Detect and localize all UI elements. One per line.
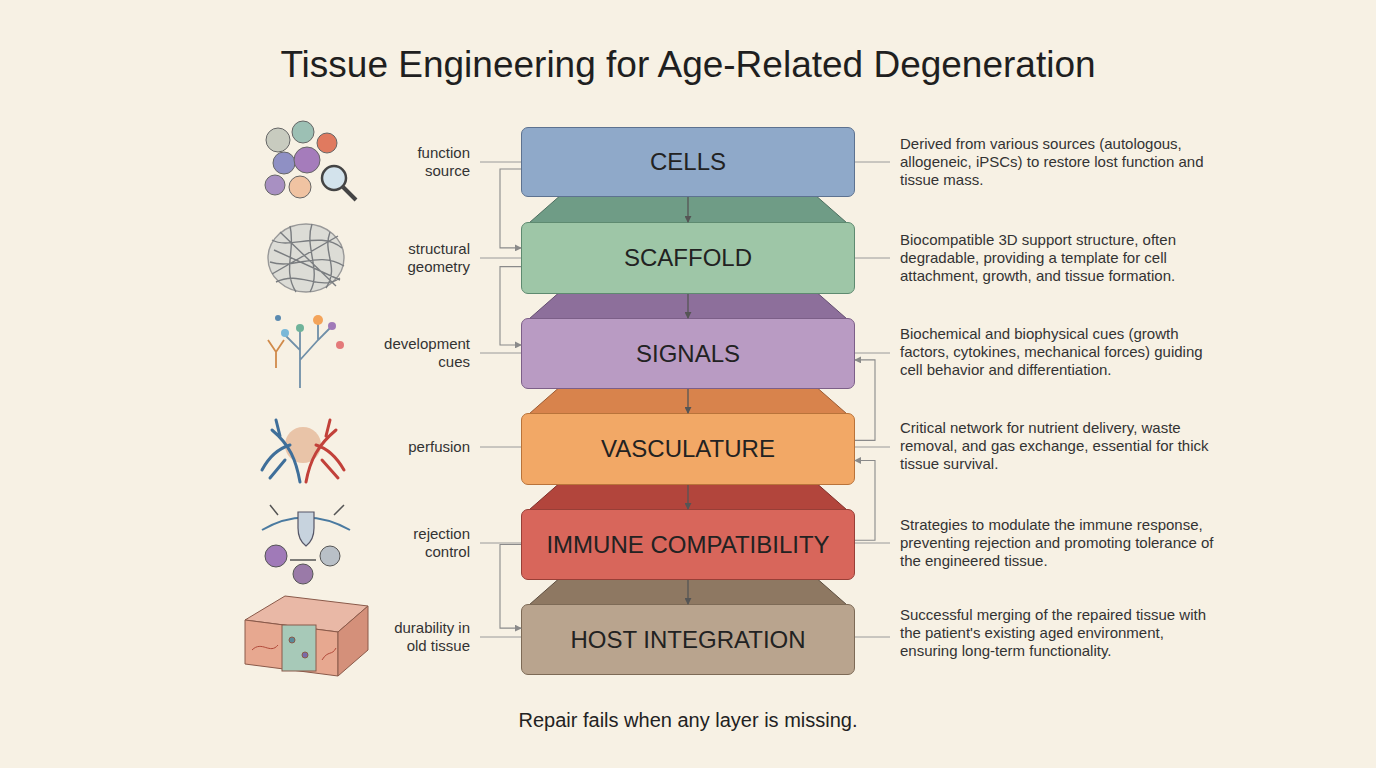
layer-box: HOST INTEGRATION	[521, 604, 855, 675]
leader-line	[480, 258, 521, 259]
flow-arrow	[687, 485, 688, 509]
description: Critical network for nutrient delivery, …	[900, 419, 1222, 473]
magnifier-handle	[343, 187, 356, 200]
immune-arrow	[270, 505, 344, 515]
leader-line	[480, 543, 521, 544]
layer-box: CELLS	[521, 127, 855, 197]
cell	[317, 133, 337, 153]
flow-arrow	[687, 389, 688, 413]
description: Biochemical and biophysical cues (growth…	[900, 325, 1222, 379]
signal-branch	[268, 340, 284, 368]
vessel-icon	[262, 420, 344, 482]
signal-dot	[328, 322, 336, 330]
leader-line	[855, 353, 890, 354]
mesh	[270, 224, 344, 292]
tissue-front	[245, 620, 338, 676]
flow-arrow	[500, 267, 521, 345]
layer-label: SCAFFOLD	[624, 244, 752, 272]
magnifier	[322, 166, 346, 190]
cell	[294, 147, 320, 173]
side-label: structural geometry	[370, 240, 470, 276]
leader-line	[480, 353, 521, 354]
layer-label: HOST INTEGRATION	[570, 626, 805, 654]
signals-icon	[268, 315, 344, 388]
side-label: function source	[370, 144, 470, 180]
cell	[292, 121, 314, 143]
cell	[289, 176, 311, 198]
layer-label: SIGNALS	[636, 340, 740, 368]
description: Successful merging of the repaired tissu…	[900, 606, 1222, 660]
leader-line	[480, 637, 521, 638]
leader-lines	[480, 162, 890, 637]
signal-dot	[296, 324, 304, 332]
flow-arrow	[855, 461, 875, 541]
side-label: perfusion	[370, 438, 470, 456]
tissue-graft	[282, 625, 316, 671]
tissue-cell	[302, 652, 308, 658]
layer-label: CELLS	[650, 148, 726, 176]
immune-arrow	[290, 559, 316, 561]
leader-line	[855, 637, 890, 638]
leader-line	[855, 543, 890, 544]
layer-label: VASCULATURE	[601, 435, 775, 463]
cells-icon	[265, 121, 356, 200]
layer-box: SIGNALS	[521, 318, 855, 389]
immune-cell	[293, 564, 313, 584]
flow-arrow	[855, 360, 875, 440]
flow-arrow	[687, 580, 688, 604]
side-label: development cues	[370, 335, 470, 371]
tissue-side	[338, 606, 368, 676]
side-label: rejection control	[370, 525, 470, 561]
tissue-icon	[245, 596, 368, 676]
cell	[273, 152, 295, 174]
description: Biocompatible 3D support structure, ofte…	[900, 231, 1222, 285]
signal-dot	[336, 341, 344, 349]
flow-arrow	[687, 294, 688, 318]
description: Strategies to modulate the immune respon…	[900, 516, 1222, 570]
flow-arrow	[500, 545, 521, 629]
layer-label: IMMUNE COMPATIBILITY	[546, 531, 829, 559]
description: Derived from various sources (autologous…	[900, 135, 1222, 189]
artery-tree	[306, 420, 344, 482]
flow-arrow	[500, 169, 521, 248]
immune-cell	[265, 545, 287, 567]
shield	[298, 512, 314, 546]
immune-icon	[262, 505, 350, 584]
leader-line	[855, 258, 890, 259]
leader-line	[480, 447, 521, 448]
scaffold-icon	[268, 224, 344, 292]
signal-branch	[285, 322, 330, 388]
side-label: durability in old tissue	[370, 619, 470, 655]
vein-tree	[262, 420, 300, 482]
cell	[265, 175, 285, 195]
layer-box: SCAFFOLD	[521, 222, 855, 294]
flow-arrow	[687, 197, 688, 222]
diagram-caption: Repair fails when any layer is missing.	[0, 709, 1376, 732]
diagram-title: Tissue Engineering for Age-Related Degen…	[0, 44, 1376, 86]
tissue-cell	[289, 637, 295, 643]
signal-dot	[281, 329, 289, 337]
leader-line	[855, 447, 890, 448]
leader-line	[480, 162, 521, 163]
mesh	[268, 224, 344, 292]
cell	[266, 128, 290, 152]
tissue-vessel	[252, 645, 336, 660]
signal-dot	[313, 315, 323, 325]
layer-box: VASCULATURE	[521, 413, 855, 485]
leader-line	[855, 162, 890, 163]
immune-cell	[320, 546, 340, 566]
layer-box: IMMUNE COMPATIBILITY	[521, 509, 855, 580]
signal-dot	[275, 315, 281, 321]
